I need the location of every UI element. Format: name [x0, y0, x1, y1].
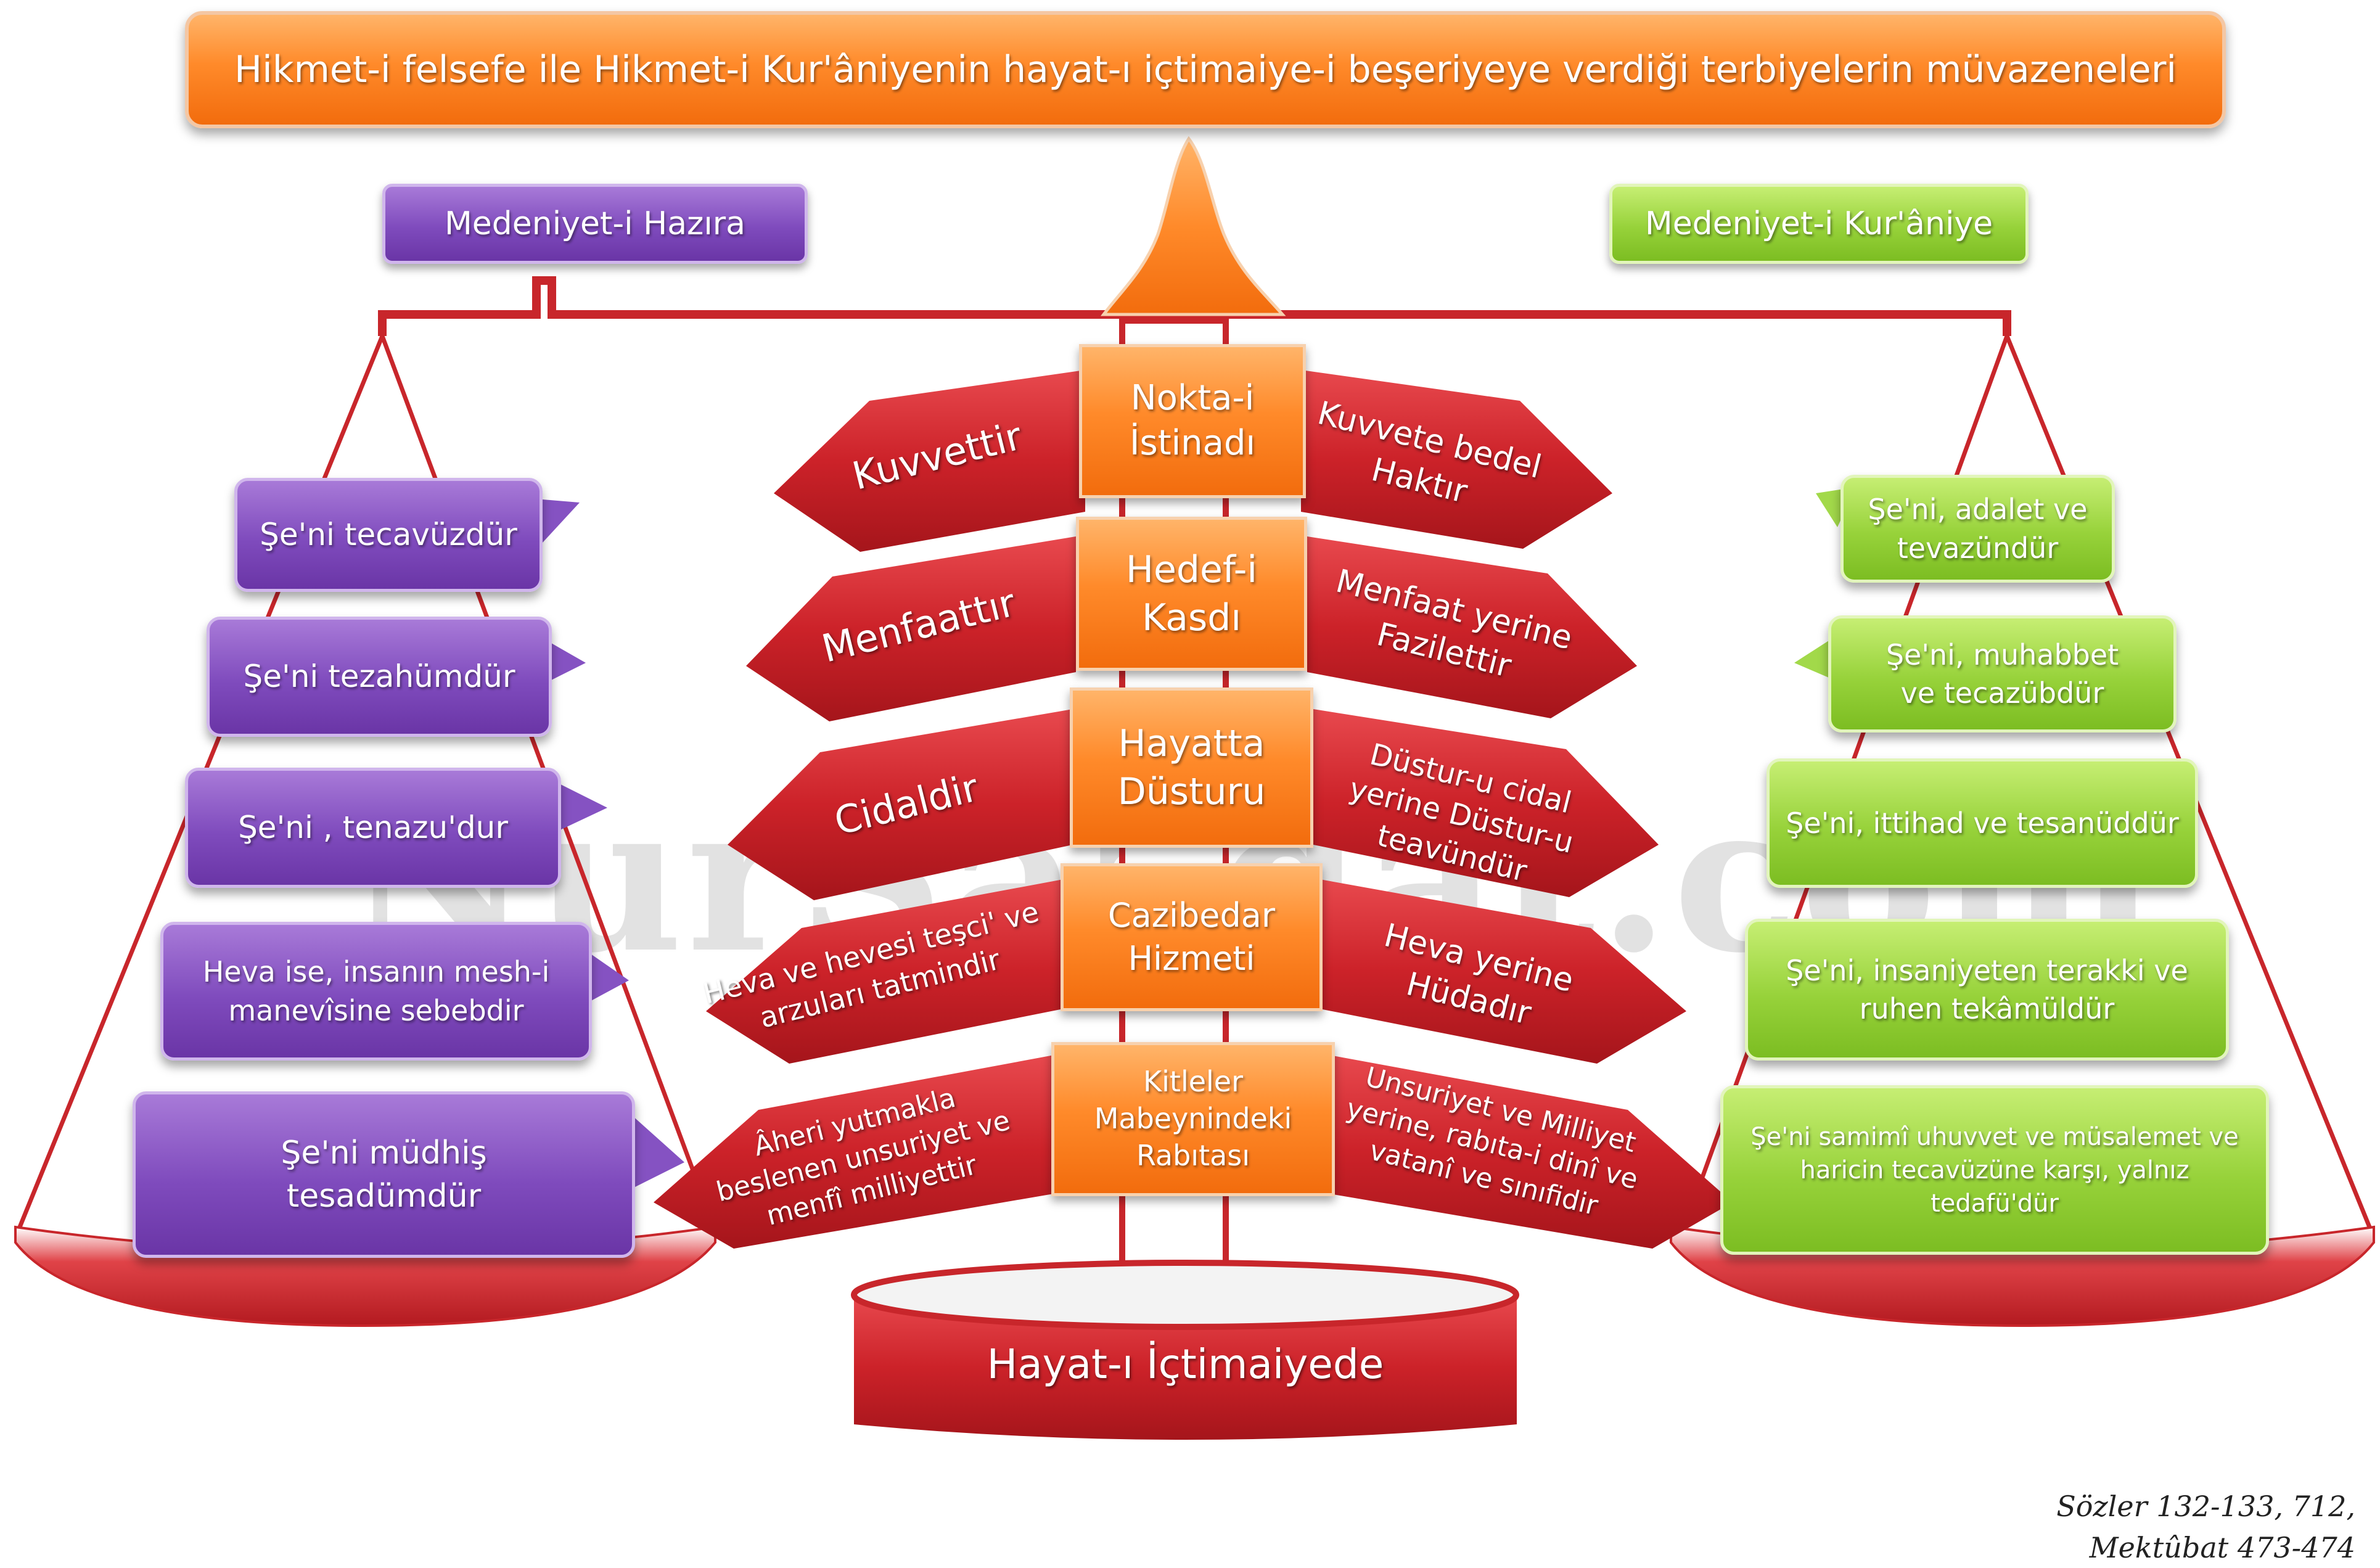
callout-tail — [1794, 635, 1837, 681]
source-line: Mektûbat 473-474 — [2089, 1530, 2355, 1564]
right-item: Şe'ni, muhabbet ve tecazübdür — [1828, 615, 2177, 733]
left-header: Medeniyet-i Hazıra — [382, 184, 808, 264]
right-arrow-shape — [1316, 879, 1686, 1064]
base-drum — [854, 1295, 1517, 1440]
left-item: Şe'ni müdhiş tesadümdür — [133, 1091, 635, 1258]
left-arrow-shape — [654, 1054, 1057, 1249]
source-line: Sözler 132-133, 712, — [2056, 1490, 2355, 1523]
right-item: Şe'ni, ittihad ve tesanüddür — [1767, 758, 2198, 888]
right-arrow-shape — [1326, 1054, 1733, 1249]
left-arrow-shape — [774, 370, 1085, 552]
callout-tail — [626, 1110, 684, 1190]
center-label: Kitleler Mabeynindeki Rabıtası — [1051, 1042, 1335, 1196]
scale-spire — [1100, 136, 1286, 316]
left-item: Şe'ni tezahümdür — [207, 617, 552, 737]
left-arrow-shape — [728, 709, 1073, 900]
center-label: Hedef-i Kasdı — [1076, 517, 1307, 671]
right-arrow-shape — [1301, 370, 1612, 549]
base-label: Hayat-ı İçtimaiyede — [987, 1340, 1384, 1388]
right-arrow-shape — [1307, 536, 1637, 718]
left-item: Heva ise, insanın mesh-i manevîsine sebe… — [160, 922, 592, 1061]
left-item: Şe'ni , tenazu'dur — [185, 768, 561, 888]
left-item: Şe'ni tecavüzdür — [234, 478, 543, 592]
right-item: Şe'ni, insaniyeten terakki ve ruhen tekâ… — [1745, 919, 2229, 1061]
left-arrow-shape — [746, 536, 1076, 721]
right-item: Şe'ni samimî uhuvvet ve müsalemet ve har… — [1720, 1085, 2269, 1255]
balance-beam — [378, 276, 2011, 336]
center-label: Cazibedar Hizmeti — [1061, 863, 1323, 1011]
right-header: Medeniyet-i Kur'âniye — [1609, 184, 2029, 264]
right-item: Şe'ni, adalet ve tevazündür — [1840, 475, 2115, 583]
callout-tail — [543, 638, 586, 684]
left-arrow-shape — [706, 879, 1067, 1064]
center-label: Hayatta Düsturu — [1070, 688, 1313, 848]
diagram-title: Hikmet-i felsefe ile Hikmet-i Kur'âniyen… — [185, 11, 2226, 128]
callout-tail — [589, 953, 629, 1002]
source-reference: Sözler 132-133, 712, Mektûbat 473-474 — [2056, 1486, 2355, 1568]
center-label: Nokta-i İstinadı — [1079, 344, 1306, 498]
right-arrow-shape — [1313, 709, 1659, 897]
callout-tail — [552, 780, 607, 832]
